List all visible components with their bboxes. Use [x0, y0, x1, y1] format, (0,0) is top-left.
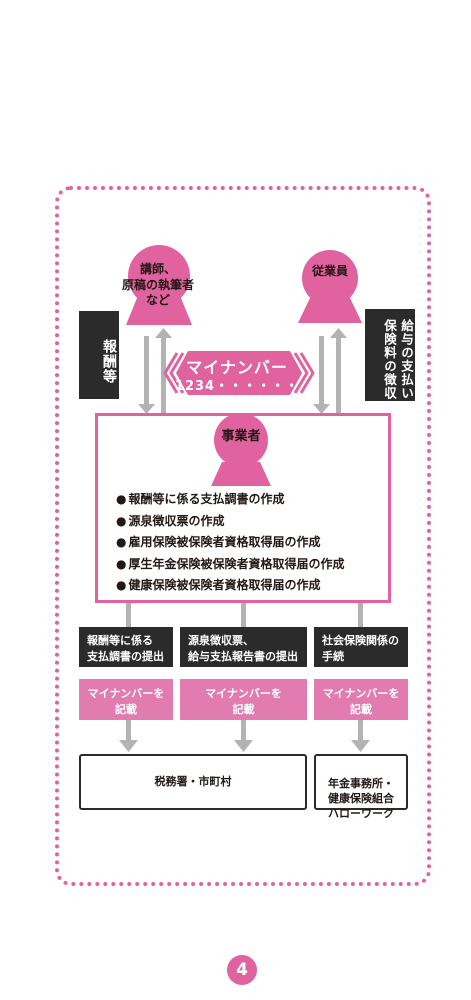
duty-item: ●源泉徴収票の作成: [116, 513, 225, 528]
lecturer-person-shape: [126, 245, 192, 325]
flow-arrows-down: [119, 603, 370, 752]
employee-person-shape: [298, 250, 362, 323]
duty-item: ●雇用保険被保険者資格取得届の作成: [116, 535, 321, 549]
lecturer-arrows: [138, 328, 172, 414]
diagram-frame: [55, 186, 431, 886]
destination-tax-office-text: 税務署・市町村: [154, 775, 232, 788]
bullet-icon: ●: [116, 535, 127, 549]
duty-item: ●健康保険被保険者資格取得届の作成: [116, 578, 321, 592]
my-number-entry-1: マイナンバーを 記載: [79, 679, 173, 720]
destination-social-insurance-text: 年金事務所・ 健康保険組合 ハローワーク: [328, 777, 394, 820]
salary-payment-label: 給与の支払い 保険料の徴収: [365, 309, 415, 401]
my-number-banner: マイナンバー 1234・・・・・・: [172, 351, 302, 395]
bullet-icon: ●: [116, 578, 127, 592]
bullet-icon: ●: [116, 513, 127, 528]
my-number-digits: 1234・・・・・・: [174, 379, 300, 394]
lecturer-label: 講師、 原稿の執筆者 など: [121, 262, 194, 308]
step-social-insurance: 社会保険関係の 手続: [314, 627, 408, 667]
lecturer-person: 講師、 原稿の執筆者 など: [108, 262, 208, 322]
business-label: 事業者: [221, 429, 261, 444]
employee-arrows: [313, 328, 347, 414]
duty-item: ●報酬等に係る支払調書の作成: [116, 492, 285, 506]
employee-label: 従業員: [311, 264, 348, 278]
employee-person: 従業員: [300, 264, 360, 284]
my-number-banner-shape: [163, 351, 315, 395]
salary-payment-text: 給与の支払い 保険料の徴収: [382, 318, 414, 400]
bullet-icon: ●: [116, 492, 127, 506]
page-number: 4: [227, 955, 257, 985]
step-withholding-submission: 源泉徴収票、 給与支払報告書の提出: [180, 627, 307, 667]
my-number-entry-2: マイナンバーを 記載: [180, 679, 307, 720]
duty-item: ●厚生年金保険被保険者資格取得届の作成: [116, 556, 345, 571]
remuneration-label: 報酬等: [79, 311, 119, 399]
my-number-title: マイナンバー: [186, 358, 288, 377]
duty-list: ●報酬等に係る支払調書の作成 ●源泉徴収票の作成 ●雇用保険被保険者資格取得届の…: [116, 489, 345, 597]
my-number-entry-3: マイナンバーを 記載: [314, 679, 408, 720]
remuneration-text: 報酬等: [101, 338, 117, 384]
destination-social-insurance: 年金事務所・ 健康保険組合 ハローワーク: [314, 754, 408, 820]
destination-tax-office: 税務署・市町村: [79, 754, 307, 810]
bullet-icon: ●: [116, 556, 127, 571]
step-remuneration-submission: 報酬等に係る 支払調書の提出: [79, 627, 173, 667]
